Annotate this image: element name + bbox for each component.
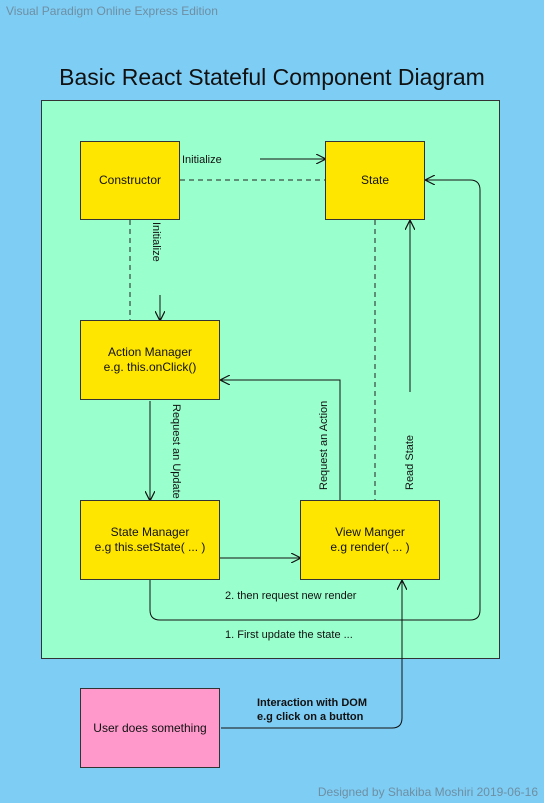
- node-state-label: State: [360, 173, 390, 187]
- label-request-action: Request an Action: [318, 400, 330, 490]
- label-initialize-v: Initialize: [150, 222, 162, 262]
- node-view-manger-title: View Manger: [335, 525, 405, 539]
- node-view-manger-example: e.g render( ... ): [330, 540, 410, 554]
- watermark: Visual Paradigm Online Express Edition: [6, 4, 218, 18]
- label-interaction-example: e.g click on a button: [257, 711, 364, 723]
- node-state: State: [325, 141, 425, 220]
- diagram-title: Basic React Stateful Component Diagram: [59, 64, 485, 90]
- node-state-manager-title: State Manager: [110, 525, 190, 539]
- label-interaction-title: Interaction with DOM: [257, 697, 367, 709]
- label-then-render: 2. then request new render: [225, 590, 357, 602]
- node-view-manger: View Manger e.g render( ... ): [300, 500, 440, 580]
- footer-credit: Designed by Shakiba Moshiri 2019-06-16: [317, 785, 538, 799]
- node-user-label: User does something: [93, 720, 207, 735]
- label-first-update: 1. First update the state ...: [225, 629, 353, 641]
- node-constructor-label: Constructor: [98, 173, 162, 187]
- node-constructor: Constructor: [80, 141, 180, 220]
- label-request-update: Request an Update: [170, 404, 182, 499]
- node-state-manager-example: e.g this.setState( ... ): [94, 540, 206, 554]
- node-user: User does something: [80, 688, 220, 768]
- label-read-state: Read State: [404, 434, 416, 490]
- node-state-manager: State Manager e.g this.setState( ... ): [80, 500, 220, 580]
- node-action-manager-title: Action Manager: [107, 345, 193, 359]
- node-action-manager-example: e.g. this.onClick(): [103, 360, 197, 374]
- label-initialize-h: Initialize: [182, 154, 222, 166]
- node-action-manager: Action Manager e.g. this.onClick(): [80, 320, 220, 400]
